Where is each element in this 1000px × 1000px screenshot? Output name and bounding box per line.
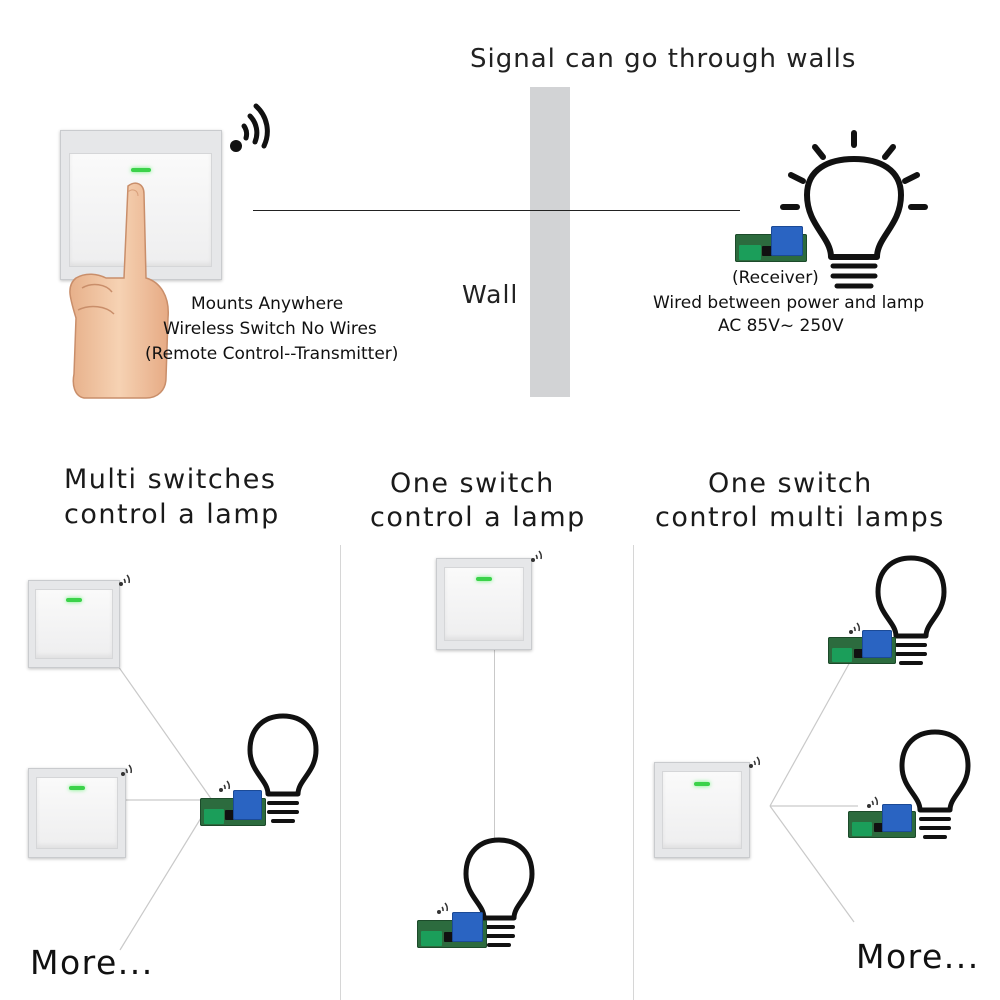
wifi-signal-icon xyxy=(121,764,132,776)
receiver-caption-2: Wired between power and lamp xyxy=(653,293,925,313)
status-led xyxy=(130,168,151,172)
receiver-module xyxy=(848,804,916,838)
light-bulb-icon xyxy=(463,837,535,947)
light-bulb-icon xyxy=(247,713,319,823)
relay-block xyxy=(771,226,803,256)
section-3-connection-lines xyxy=(769,661,858,923)
receiver-module xyxy=(417,912,487,948)
status-led xyxy=(476,577,492,582)
receiver-module xyxy=(828,630,896,664)
section-2-title-line1: One switch xyxy=(390,468,555,499)
wifi-signal-icon xyxy=(119,574,130,586)
section-1-title-line1: Multi switches xyxy=(64,464,277,495)
section-1-more-text: More... xyxy=(30,943,154,982)
section-2-connection-line xyxy=(494,648,495,848)
transmitter-caption-3: (Remote Control--Transmitter) xyxy=(145,344,399,364)
light-bulb-icon xyxy=(899,729,971,839)
status-led xyxy=(694,782,710,787)
receiver-caption-1: (Receiver) xyxy=(732,268,819,288)
status-led xyxy=(69,785,85,790)
section-3-title-line1: One switch xyxy=(708,468,873,499)
section-1-title-line2: control a lamp xyxy=(64,499,280,530)
section-1-connection-lines xyxy=(117,665,213,951)
wifi-signal-icon xyxy=(749,756,760,768)
transmitter-caption-1: Mounts Anywhere xyxy=(191,294,344,314)
status-led xyxy=(66,597,82,602)
wall-label: Wall xyxy=(462,280,519,309)
section-3-title-line2: control multi lamps xyxy=(655,502,945,533)
wifi-signal-icon xyxy=(867,796,878,808)
light-bulb-icon xyxy=(780,130,928,289)
wifi-signal-icon xyxy=(230,103,270,152)
wifi-signal-icon xyxy=(849,622,860,634)
switch-1a xyxy=(28,580,120,668)
section-divider-right xyxy=(633,545,634,1000)
section-2-title-line2: control a lamp xyxy=(370,502,586,533)
switch-2 xyxy=(436,558,532,650)
switch-1b xyxy=(28,768,126,858)
wall-bar xyxy=(530,87,570,397)
receiver-caption-3: AC 85V~ 250V xyxy=(718,316,844,336)
section-divider-left xyxy=(340,545,341,1000)
section-3-more-text: More... xyxy=(856,937,980,976)
transmitter-caption-2: Wireless Switch No Wires xyxy=(163,319,377,339)
light-bulb-icon xyxy=(875,555,947,665)
signal-line xyxy=(253,210,740,211)
hand-finger-icon xyxy=(69,182,169,399)
signal-through-walls-text: Signal can go through walls xyxy=(470,44,857,74)
receiver-module xyxy=(735,226,807,262)
wifi-signal-icon xyxy=(437,902,448,914)
wifi-signal-icon xyxy=(531,550,542,562)
wifi-signal-icon xyxy=(219,780,230,792)
receiver-module xyxy=(200,790,266,826)
switch-3 xyxy=(654,762,750,858)
